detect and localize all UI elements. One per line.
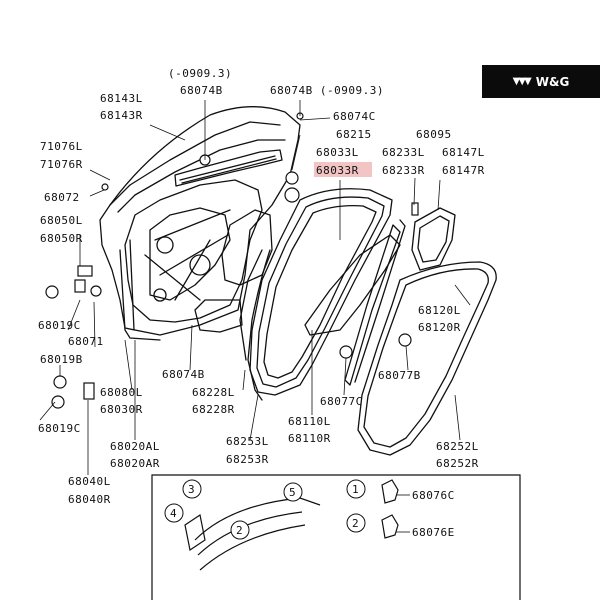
brand-name: W&G bbox=[535, 74, 570, 89]
label-68074B-right: 68074B (-0909.3) bbox=[270, 84, 384, 97]
label-68147L: 68147L bbox=[442, 146, 485, 159]
brand-mark-icon: ▼▼▼ bbox=[512, 76, 532, 87]
label-68030R: 68030R bbox=[100, 403, 143, 416]
label-68019C-a: 68019C bbox=[38, 319, 81, 332]
label-68077C: 68077C bbox=[320, 395, 363, 408]
label-68076C: 68076C bbox=[412, 489, 455, 502]
label-68110R: 68110R bbox=[288, 432, 331, 445]
label-68143R: 68143R bbox=[100, 109, 143, 122]
label-68033L: 68033L bbox=[316, 146, 359, 159]
label-68033R: 68033R bbox=[316, 164, 359, 177]
label-68040R: 68040R bbox=[68, 493, 111, 506]
label-68120R: 68120R bbox=[418, 321, 461, 334]
door-shell bbox=[99, 106, 301, 336]
label-68233L: 68233L bbox=[382, 146, 425, 159]
brand-logo: ▼▼▼ W&G bbox=[482, 65, 600, 98]
label-68074C: 68074C bbox=[333, 110, 376, 123]
label-68095: 68095 bbox=[416, 128, 452, 141]
callout-3: 3 bbox=[188, 483, 195, 496]
opening-seal bbox=[357, 261, 497, 456]
label-68074B-top: 68074B bbox=[180, 84, 223, 97]
label-68076E: 68076E bbox=[412, 526, 455, 539]
hinge-part bbox=[77, 265, 93, 277]
callout-2: 2 bbox=[352, 517, 359, 530]
label-68019C-b: 68019C bbox=[38, 422, 81, 435]
quarter-glass bbox=[411, 207, 456, 271]
label-68040L: 68040L bbox=[68, 475, 111, 488]
callout-5: 5 bbox=[289, 486, 296, 499]
clip-76e-icon bbox=[381, 514, 399, 539]
callout-4: 4 bbox=[170, 507, 177, 520]
label-71076L: 71076L bbox=[40, 140, 83, 153]
label-71076R: 71076R bbox=[40, 158, 83, 171]
label-68253R: 68253R bbox=[226, 453, 269, 466]
label-68228L: 68228L bbox=[192, 386, 235, 399]
window-regulator bbox=[149, 207, 231, 301]
label-68020AL: 68020AL bbox=[110, 440, 160, 453]
label-68252L: 68252L bbox=[436, 440, 479, 453]
label-68120L: 68120L bbox=[418, 304, 461, 317]
clip-76c-icon bbox=[381, 479, 399, 504]
label-68019B: 68019B bbox=[40, 353, 83, 366]
label-68074B-low: 68074B bbox=[162, 368, 205, 381]
detail-inset-frame bbox=[151, 474, 521, 600]
door-window-channel bbox=[109, 121, 281, 206]
bolt-icon bbox=[45, 285, 59, 299]
callout-2b: 2 bbox=[236, 524, 243, 537]
label-68071: 68071 bbox=[68, 335, 104, 348]
label-68110L: 68110L bbox=[288, 415, 331, 428]
label-68147R: 68147R bbox=[442, 164, 485, 177]
label-68252R: 68252R bbox=[436, 457, 479, 470]
window-glass bbox=[304, 234, 401, 336]
label-68253L: 68253L bbox=[226, 435, 269, 448]
door-inner-panel bbox=[124, 179, 263, 323]
label-68080L: 68080L bbox=[100, 386, 143, 399]
label-68215: 68215 bbox=[336, 128, 372, 141]
label-68233R: 68233R bbox=[382, 164, 425, 177]
label-0909-top: (-0909.3) bbox=[168, 67, 232, 80]
label-68228R: 68228R bbox=[192, 403, 235, 416]
label-68072: 68072 bbox=[44, 191, 80, 204]
callout-1: 1 bbox=[352, 483, 359, 496]
highlight-box bbox=[314, 162, 372, 177]
label-68020AR: 68020AR bbox=[110, 457, 160, 470]
label-68143L: 68143L bbox=[100, 92, 143, 105]
label-68050R: 68050R bbox=[40, 232, 83, 245]
label-68077B: 68077B bbox=[378, 369, 421, 382]
label-68050L: 68050L bbox=[40, 214, 83, 227]
